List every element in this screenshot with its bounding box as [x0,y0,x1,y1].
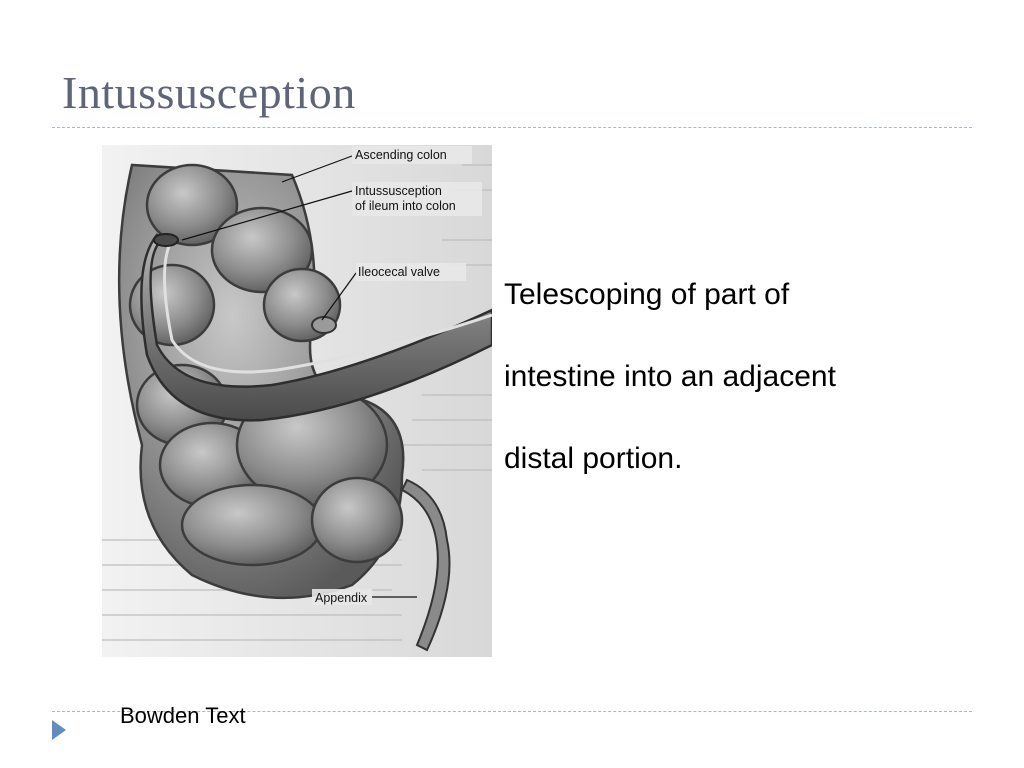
footer-source: Bowden Text [120,703,246,728]
label-ascending-colon: Ascending colon [355,148,447,162]
footer-divider [52,711,972,712]
label-ileocecal-valve: Ileocecal valve [358,265,440,279]
label-intussusception: Intussusception [355,184,442,198]
colon-haustra [117,163,405,600]
triangle-bullet-icon [52,720,66,740]
leader-lines [181,155,417,598]
ileum-intussusceptum [140,233,492,422]
intussusception-illustration: Ascending colon Intussusception of ileum… [102,145,492,657]
body-line: distal portion. [504,442,683,475]
label-of-ileum-into-colon: of ileum into colon [355,199,456,213]
body-line: intestine into an adjacent [504,360,836,393]
slide-title: Intussusception [62,67,356,118]
label-appendix: Appendix [315,591,368,605]
title-divider [52,127,972,128]
body-line: Telescoping of part of [504,278,790,311]
appendix-shape [400,478,451,652]
slide-body: Telescoping of part of intestine into an… [504,254,964,500]
